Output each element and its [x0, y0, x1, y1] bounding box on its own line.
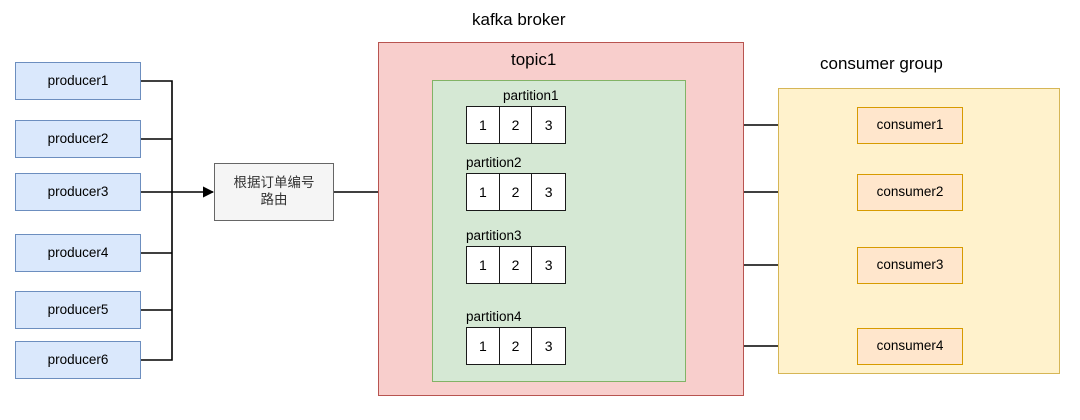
producer-box-3[interactable]: producer3 — [15, 173, 141, 211]
partition-cell: 3 — [532, 328, 565, 364]
consumer-box-3[interactable]: consumer3 — [857, 247, 963, 284]
consumer-label-1: consumer1 — [876, 117, 944, 133]
producer-box-2[interactable]: producer2 — [15, 120, 141, 158]
producer-label-6: producer6 — [47, 351, 109, 367]
partition-cell: 1 — [467, 328, 500, 364]
edge-producer6-bus — [141, 192, 173, 361]
topic1-title: topic1 — [511, 50, 557, 69]
producer-box-1[interactable]: producer1 — [15, 62, 141, 100]
producer-box-4[interactable]: producer4 — [15, 234, 141, 272]
partition-cell: 2 — [499, 328, 533, 364]
partition-cell: 2 — [499, 107, 533, 143]
producer-label-3: producer3 — [47, 183, 109, 199]
partition-cell: 1 — [467, 174, 500, 210]
producer-box-6[interactable]: producer6 — [15, 341, 141, 379]
router-label-line1: 根据订单编号 — [233, 175, 315, 191]
partition-cell: 1 — [467, 107, 500, 143]
kafka-broker-title: kafka broker — [472, 10, 566, 29]
partition-cell: 2 — [499, 174, 533, 210]
consumer-label-4: consumer4 — [876, 338, 944, 354]
producer-box-5[interactable]: producer5 — [15, 291, 141, 329]
consumer-label-3: consumer3 — [876, 257, 944, 273]
partition-cell: 3 — [532, 247, 565, 283]
partition-cell: 2 — [499, 247, 533, 283]
producer-label-1: producer1 — [47, 72, 109, 88]
partition-label-3: partition3 — [466, 228, 522, 243]
router-label-line2: 路由 — [260, 192, 288, 207]
partition-cell: 3 — [532, 174, 565, 210]
partition-cell: 3 — [532, 107, 565, 143]
producer-label-4: producer4 — [47, 244, 109, 260]
order-number-router-box[interactable]: 根据订单编号 路由 — [214, 163, 334, 221]
consumer-box-2[interactable]: consumer2 — [857, 174, 963, 211]
partition-strip-1[interactable]: 1 2 3 — [466, 106, 566, 144]
consumer-group-title: consumer group — [820, 54, 943, 73]
producer-label-2: producer2 — [47, 130, 109, 146]
edge-producer1-bus — [141, 80, 173, 192]
partition-cell: 1 — [467, 247, 500, 283]
producer-label-5: producer5 — [47, 301, 109, 317]
partition-label-4: partition4 — [466, 309, 522, 324]
partition-strip-2[interactable]: 1 2 3 — [466, 173, 566, 211]
partition-label-1: partition1 — [503, 88, 559, 103]
consumer-label-2: consumer2 — [876, 184, 944, 200]
partition-strip-4[interactable]: 1 2 3 — [466, 327, 566, 365]
consumer-box-1[interactable]: consumer1 — [857, 107, 963, 144]
partition-label-2: partition2 — [466, 155, 522, 170]
partition-strip-3[interactable]: 1 2 3 — [466, 246, 566, 284]
consumer-box-4[interactable]: consumer4 — [857, 328, 963, 365]
